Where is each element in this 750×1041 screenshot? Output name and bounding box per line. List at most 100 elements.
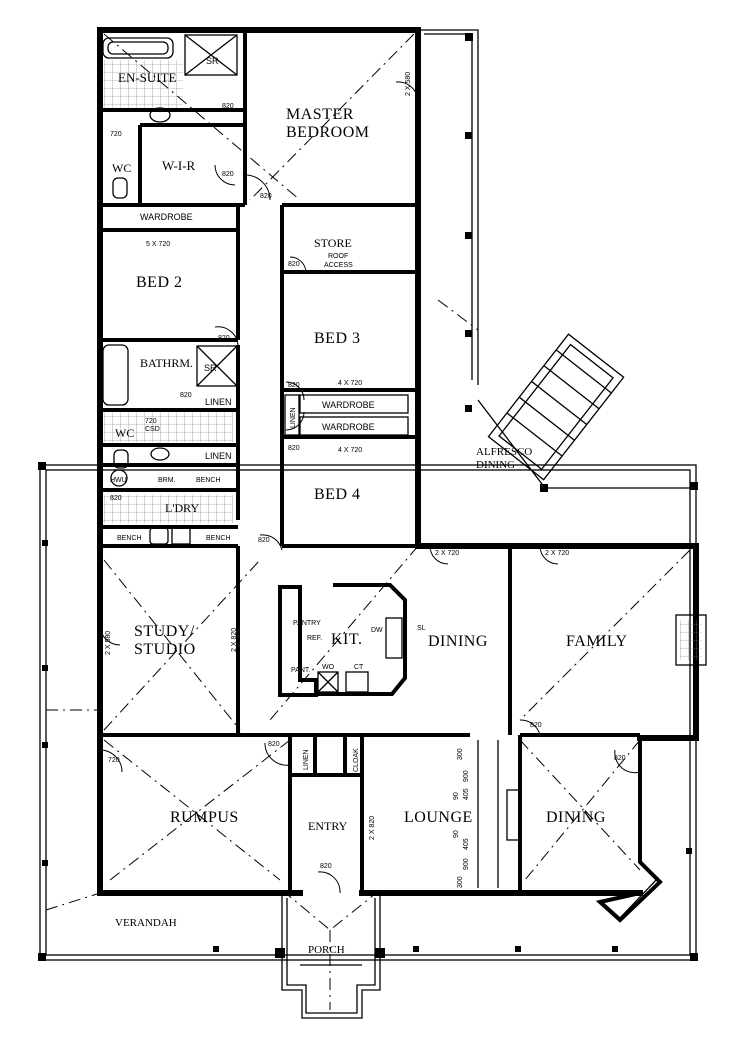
label-bed3: BED 3 — [314, 330, 361, 347]
label-pantry: PANTRY — [293, 620, 321, 627]
label-sr-1: SR — [206, 56, 219, 66]
label-pant: PANT. — [291, 667, 310, 674]
dim-900-a: 900 — [463, 770, 470, 782]
label-master-2: BEDROOM — [286, 124, 370, 141]
dim-2x720-b: 2 X 720 — [545, 550, 569, 557]
label-kitchen: KIT. — [331, 631, 362, 648]
label-wo: WO — [322, 664, 335, 671]
label-laundry: L'DRY — [165, 501, 200, 515]
dim-720-a: 720 — [110, 131, 122, 138]
ensuite-tiles — [103, 60, 183, 108]
label-sl: SL — [417, 625, 426, 632]
label-wir: W-I-R — [162, 158, 196, 173]
label-ref: REF. — [307, 635, 322, 642]
label-study-1: STUDY/ — [134, 623, 195, 640]
dim-90-b: 90 — [453, 830, 460, 838]
dim-405-a: 405 — [463, 788, 470, 800]
label-cloak: CLOAK — [353, 748, 360, 772]
dim-2x720-a: 2 X 720 — [435, 550, 459, 557]
label-wardrobe-bed4: WARDROBE — [322, 422, 375, 432]
dim-2x820-a: 2 X 820 — [231, 628, 238, 652]
dim-820-a: 820 — [222, 103, 234, 110]
label-linen-2: LINEN — [205, 451, 232, 461]
label-alfresco-1: ALFRESCO — [476, 446, 532, 458]
porch — [275, 893, 385, 1019]
label-master-1: MASTER — [286, 106, 354, 123]
dim-820-k: 820 — [268, 741, 280, 748]
dim-820-g: 820 — [180, 392, 192, 399]
dim-820-f: 820 — [288, 382, 300, 389]
dim-820-j: 820 — [258, 537, 270, 544]
dim-405-b: 405 — [463, 838, 470, 850]
label-store: STORE — [314, 236, 352, 250]
alfresco-post — [540, 484, 548, 492]
label-entry: ENTRY — [308, 819, 348, 833]
dim-90-a: 90 — [453, 792, 460, 800]
roof-lines — [45, 33, 691, 1010]
dim-2x580-a: 2 X 580 — [405, 72, 412, 96]
alfresco-deck — [487, 333, 625, 481]
label-linen-entry: LINEN — [303, 749, 310, 770]
dim-820-m: 820 — [614, 755, 626, 762]
label-en-suite: EN-SUITE — [118, 70, 177, 85]
label-wc-2: WC — [115, 426, 134, 440]
dim-5x720: 5 X 720 — [146, 241, 170, 248]
label-linen-1: LINEN — [205, 397, 232, 407]
dim-300-b: 300 — [457, 876, 464, 888]
label-roof-1: ROOF — [328, 253, 348, 260]
label-bench-3: BENCH — [206, 535, 231, 542]
label-bed4: BED 4 — [314, 486, 361, 503]
label-wardrobe-bed3: WARDROBE — [322, 400, 375, 410]
dim-820-h: 820 — [288, 445, 300, 452]
dim-300-a: 300 — [457, 748, 464, 760]
label-dining-2: DINING — [546, 809, 606, 826]
label-bathroom: BATHRM. — [140, 356, 193, 370]
label-study-2: STUDIO — [134, 641, 196, 658]
label-family: FAMILY — [566, 633, 628, 650]
dim-820-n: 820 — [320, 863, 332, 870]
label-roof-2: ACCESS — [324, 262, 353, 269]
bathroom-tiles — [103, 412, 233, 442]
dim-820-d: 820 — [288, 261, 300, 268]
label-wardrobe-top: WARDROBE — [140, 212, 193, 222]
dim-820-b: 820 — [222, 171, 234, 178]
label-bench-1: BENCH — [196, 477, 221, 484]
side-verandah — [418, 29, 479, 412]
lounge-steps — [477, 740, 520, 888]
label-linen-vertical: LINEN — [290, 407, 297, 428]
label-lounge: LOUNGE — [404, 809, 473, 826]
label-wc-1: WC — [112, 161, 131, 175]
bay-window — [599, 861, 659, 919]
dim-2x580-b: 2 X 580 — [105, 631, 112, 655]
fireplace — [675, 614, 707, 666]
label-rumpus: RUMPUS — [170, 809, 239, 826]
fixtures — [102, 34, 238, 545]
label-sr-2: SR — [204, 363, 217, 373]
label-porch: PORCH — [308, 944, 345, 956]
label-ct: CT — [354, 664, 364, 671]
kitchen-bench — [278, 583, 407, 697]
alfresco-edge — [477, 399, 695, 489]
label-alfresco-2: DINING — [476, 459, 515, 471]
dim-900-b: 900 — [463, 858, 470, 870]
dim-720-csd: 720 — [145, 418, 157, 425]
label-dining-main: DINING — [428, 633, 488, 650]
laundry-tiles — [103, 495, 233, 523]
dim-4x720-b: 4 X 720 — [338, 447, 362, 454]
windows — [101, 65, 695, 894]
label-brm: BRM. — [158, 477, 176, 484]
dim-820-i: 820 — [110, 495, 122, 502]
label-bed2: BED 2 — [136, 274, 183, 291]
internal-walls — [100, 30, 640, 893]
dim-2x820-b: 2 X 820 — [369, 816, 376, 840]
doors — [99, 81, 641, 894]
dim-820-e: 820 — [218, 335, 230, 342]
label-csd: CSD — [145, 426, 160, 433]
label-verandah: VERANDAH — [115, 917, 177, 929]
label-dw: DW — [371, 627, 383, 634]
wardrobes — [284, 394, 409, 436]
dim-820-l: 820 — [530, 722, 542, 729]
dim-720-b: 720 — [108, 757, 120, 764]
label-bench-2: BENCH — [117, 535, 142, 542]
